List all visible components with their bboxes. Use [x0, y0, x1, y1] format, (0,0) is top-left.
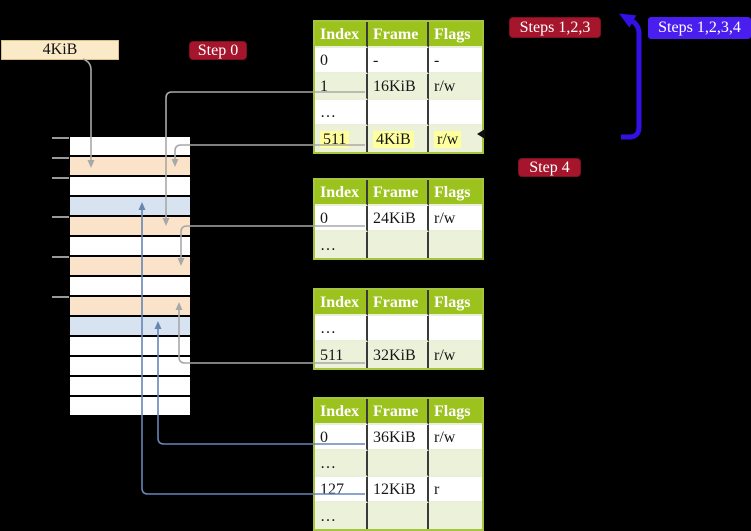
- table-cell: 1: [315, 74, 368, 100]
- page-size-label: 4KiB: [1, 40, 119, 60]
- table-row: …: [315, 232, 482, 258]
- memory-ticks: [52, 137, 69, 298]
- table-header-cell: Frame: [368, 180, 429, 206]
- table-row: …: [315, 100, 482, 126]
- memory-frame-row: [70, 337, 190, 355]
- physical-memory-stack: [70, 137, 190, 415]
- memory-frame-row: [70, 217, 190, 235]
- memory-frame-row: [70, 157, 190, 175]
- table-cell: [368, 100, 429, 126]
- steps-flow-arrow: [618, 13, 642, 140]
- table-cell: [429, 503, 482, 529]
- table-cell: [368, 451, 429, 477]
- table-cell: 511: [315, 342, 368, 368]
- table-cell: [429, 316, 482, 342]
- step0-badge: Step 0: [189, 41, 247, 60]
- step4-badge: Step 4: [518, 158, 581, 177]
- memory-frame-row: [70, 357, 190, 375]
- steps1234-badge: Steps 1,2,3,4: [648, 17, 751, 39]
- memory-frame-row: [70, 397, 190, 415]
- table-cell: r/w: [429, 342, 482, 368]
- table-cell: [429, 451, 482, 477]
- table-header-cell: Index: [315, 180, 368, 206]
- memory-frame-row: [70, 257, 190, 275]
- table-cell: 127: [315, 477, 368, 503]
- table-header-cell: Index: [315, 399, 368, 425]
- table-header-cell: Flags: [429, 22, 482, 48]
- memory-frame-row: [70, 297, 190, 315]
- highlighted-value: 4KiB: [373, 130, 414, 148]
- table-cell: -: [368, 48, 429, 74]
- table-cell: r/w: [429, 126, 482, 152]
- table-cell: 12KiB: [368, 477, 429, 503]
- table-cell: 24KiB: [368, 206, 429, 232]
- highlighted-value: 511: [320, 130, 350, 148]
- table-cell: r/w: [429, 74, 482, 100]
- memory-frame-row: [70, 377, 190, 395]
- table-cell: 0: [315, 206, 368, 232]
- table-cell: …: [315, 100, 368, 126]
- table-cell: …: [315, 503, 368, 529]
- table-cell: 511: [315, 126, 368, 152]
- memory-frame-row: [70, 177, 190, 195]
- table-cell: 32KiB: [368, 342, 429, 368]
- table-row: 511 4KiB r/w: [315, 126, 482, 152]
- table-cell: 0: [315, 48, 368, 74]
- memory-frame-row: [70, 317, 190, 335]
- table-cell: 0: [315, 425, 368, 451]
- table-cell: r/w: [429, 425, 482, 451]
- table-cell: [368, 316, 429, 342]
- memory-frame-row: [70, 237, 190, 255]
- table-header-cell: Frame: [368, 399, 429, 425]
- table-header-cell: Frame: [368, 22, 429, 48]
- table-cell: …: [315, 316, 368, 342]
- highlighted-value: r/w: [434, 130, 462, 148]
- table-header-cell: Frame: [368, 290, 429, 316]
- table-cell: 36KiB: [368, 425, 429, 451]
- table-header-cell: Flags: [429, 399, 482, 425]
- steps123-badge: Steps 1,2,3: [509, 17, 601, 38]
- table-cell: 4KiB: [368, 126, 429, 152]
- table-row: 0--: [315, 48, 482, 74]
- table-cell: -: [429, 48, 482, 74]
- table-cell: …: [315, 451, 368, 477]
- table-header-cell: Index: [315, 22, 368, 48]
- table-cell: 16KiB: [368, 74, 429, 100]
- memory-frame-row: [70, 197, 190, 215]
- table-cell: [429, 232, 482, 258]
- table-row: …: [315, 503, 482, 529]
- table-header-cell: Flags: [429, 180, 482, 206]
- table-cell: [368, 503, 429, 529]
- table-cell: [429, 100, 482, 126]
- table-cell: [368, 232, 429, 258]
- table-cell: r: [429, 477, 482, 503]
- table-row: …: [315, 316, 482, 342]
- table-header-cell: Flags: [429, 290, 482, 316]
- table-cell: …: [315, 232, 368, 258]
- memory-frame-row: [70, 277, 190, 295]
- memory-frame-row: [70, 137, 190, 155]
- table-header-cell: Index: [315, 290, 368, 316]
- table-cell: r/w: [429, 206, 482, 232]
- table-row: …: [315, 451, 482, 477]
